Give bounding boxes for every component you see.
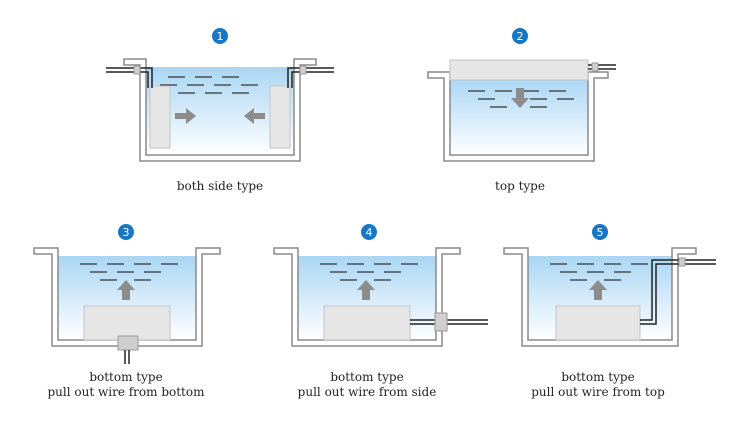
panel-4-number: 4 [366, 226, 373, 239]
panel-4-caption: bottom type pull out wire from side [257, 370, 477, 400]
panel-5-caption-line-2: pull out wire from top [531, 385, 665, 399]
panel-3-badge: 3 [118, 224, 134, 240]
panel-3-water-lines [80, 263, 178, 281]
panel-1-water [146, 67, 294, 155]
panel-5-tank-wall [503, 247, 697, 347]
panel-5-arrow-up [589, 280, 607, 300]
panel-1-left-connector [133, 65, 141, 75]
panel-4-water-lines [320, 263, 418, 281]
panel-2-arrow-down [511, 88, 529, 108]
panel-5-caption: bottom type pull out wire from top [488, 370, 708, 400]
panel-1-tank-wall [123, 58, 317, 162]
panel-1-number: 1 [217, 30, 224, 43]
panel-5-badge: 5 [592, 224, 608, 240]
panel-4-wires [410, 319, 488, 325]
panel-4-caption-line-2: pull out wire from side [297, 385, 437, 399]
panel-4-arrow-up [357, 280, 375, 300]
panel-4-tank-wall [273, 247, 461, 347]
panel-5-connector [678, 257, 686, 267]
panel-1-wires [106, 67, 334, 88]
panel-2-top-transducer [449, 59, 589, 81]
panel-3-caption: bottom type pull out wire from bottom [16, 370, 236, 400]
panel-5-water-lines [550, 263, 648, 281]
panel-3-connector [117, 335, 139, 351]
panel-3-tank-wall [33, 247, 221, 347]
panel-1-water-lines [160, 76, 258, 94]
panel-3-caption-line-1: bottom type [89, 370, 163, 384]
panel-4-caption-line-1: bottom type [330, 370, 404, 384]
panel-2-badge: 2 [512, 28, 528, 44]
panel-4-connector [434, 312, 448, 332]
panel-5-bottom-transducer [555, 305, 641, 341]
panel-1-badge: 1 [212, 28, 228, 44]
panel-2-caption-line-1: top type [495, 179, 545, 193]
panel-3-bottom-transducer [83, 305, 171, 341]
panel-5-number: 5 [597, 226, 604, 239]
panel-5-caption-line-1: bottom type [561, 370, 635, 384]
panel-2-tank-wall [427, 71, 609, 162]
panel-2-connector [591, 62, 599, 72]
panel-1-right-transducer [269, 85, 291, 149]
panel-1-arrow-right [175, 108, 196, 124]
panel-3-wires [124, 350, 130, 364]
panel-2-water-lines [468, 90, 574, 108]
panel-4-bottom-transducer [323, 305, 411, 341]
panel-2-caption: top type [420, 179, 620, 194]
panel-1-caption: both side type [120, 179, 320, 194]
panel-1-tank [106, 58, 334, 162]
panel-2-tank [427, 59, 616, 162]
panel-4-badge: 4 [361, 224, 377, 240]
panel-3-tank [33, 247, 221, 364]
panel-1-arrow-left [244, 108, 265, 124]
panel-4-tank [273, 247, 488, 347]
panel-1-caption-line-1: both side type [176, 179, 264, 193]
panel-1-right-connector [299, 65, 307, 75]
panel-3-arrow-up [117, 280, 135, 300]
panel-1-left-transducer [149, 85, 171, 149]
panel-2-number: 2 [517, 30, 524, 43]
panel-5-tank [503, 247, 716, 347]
panel-3-number: 3 [123, 226, 130, 239]
panel-3-caption-line-2: pull out wire from bottom [47, 385, 205, 399]
